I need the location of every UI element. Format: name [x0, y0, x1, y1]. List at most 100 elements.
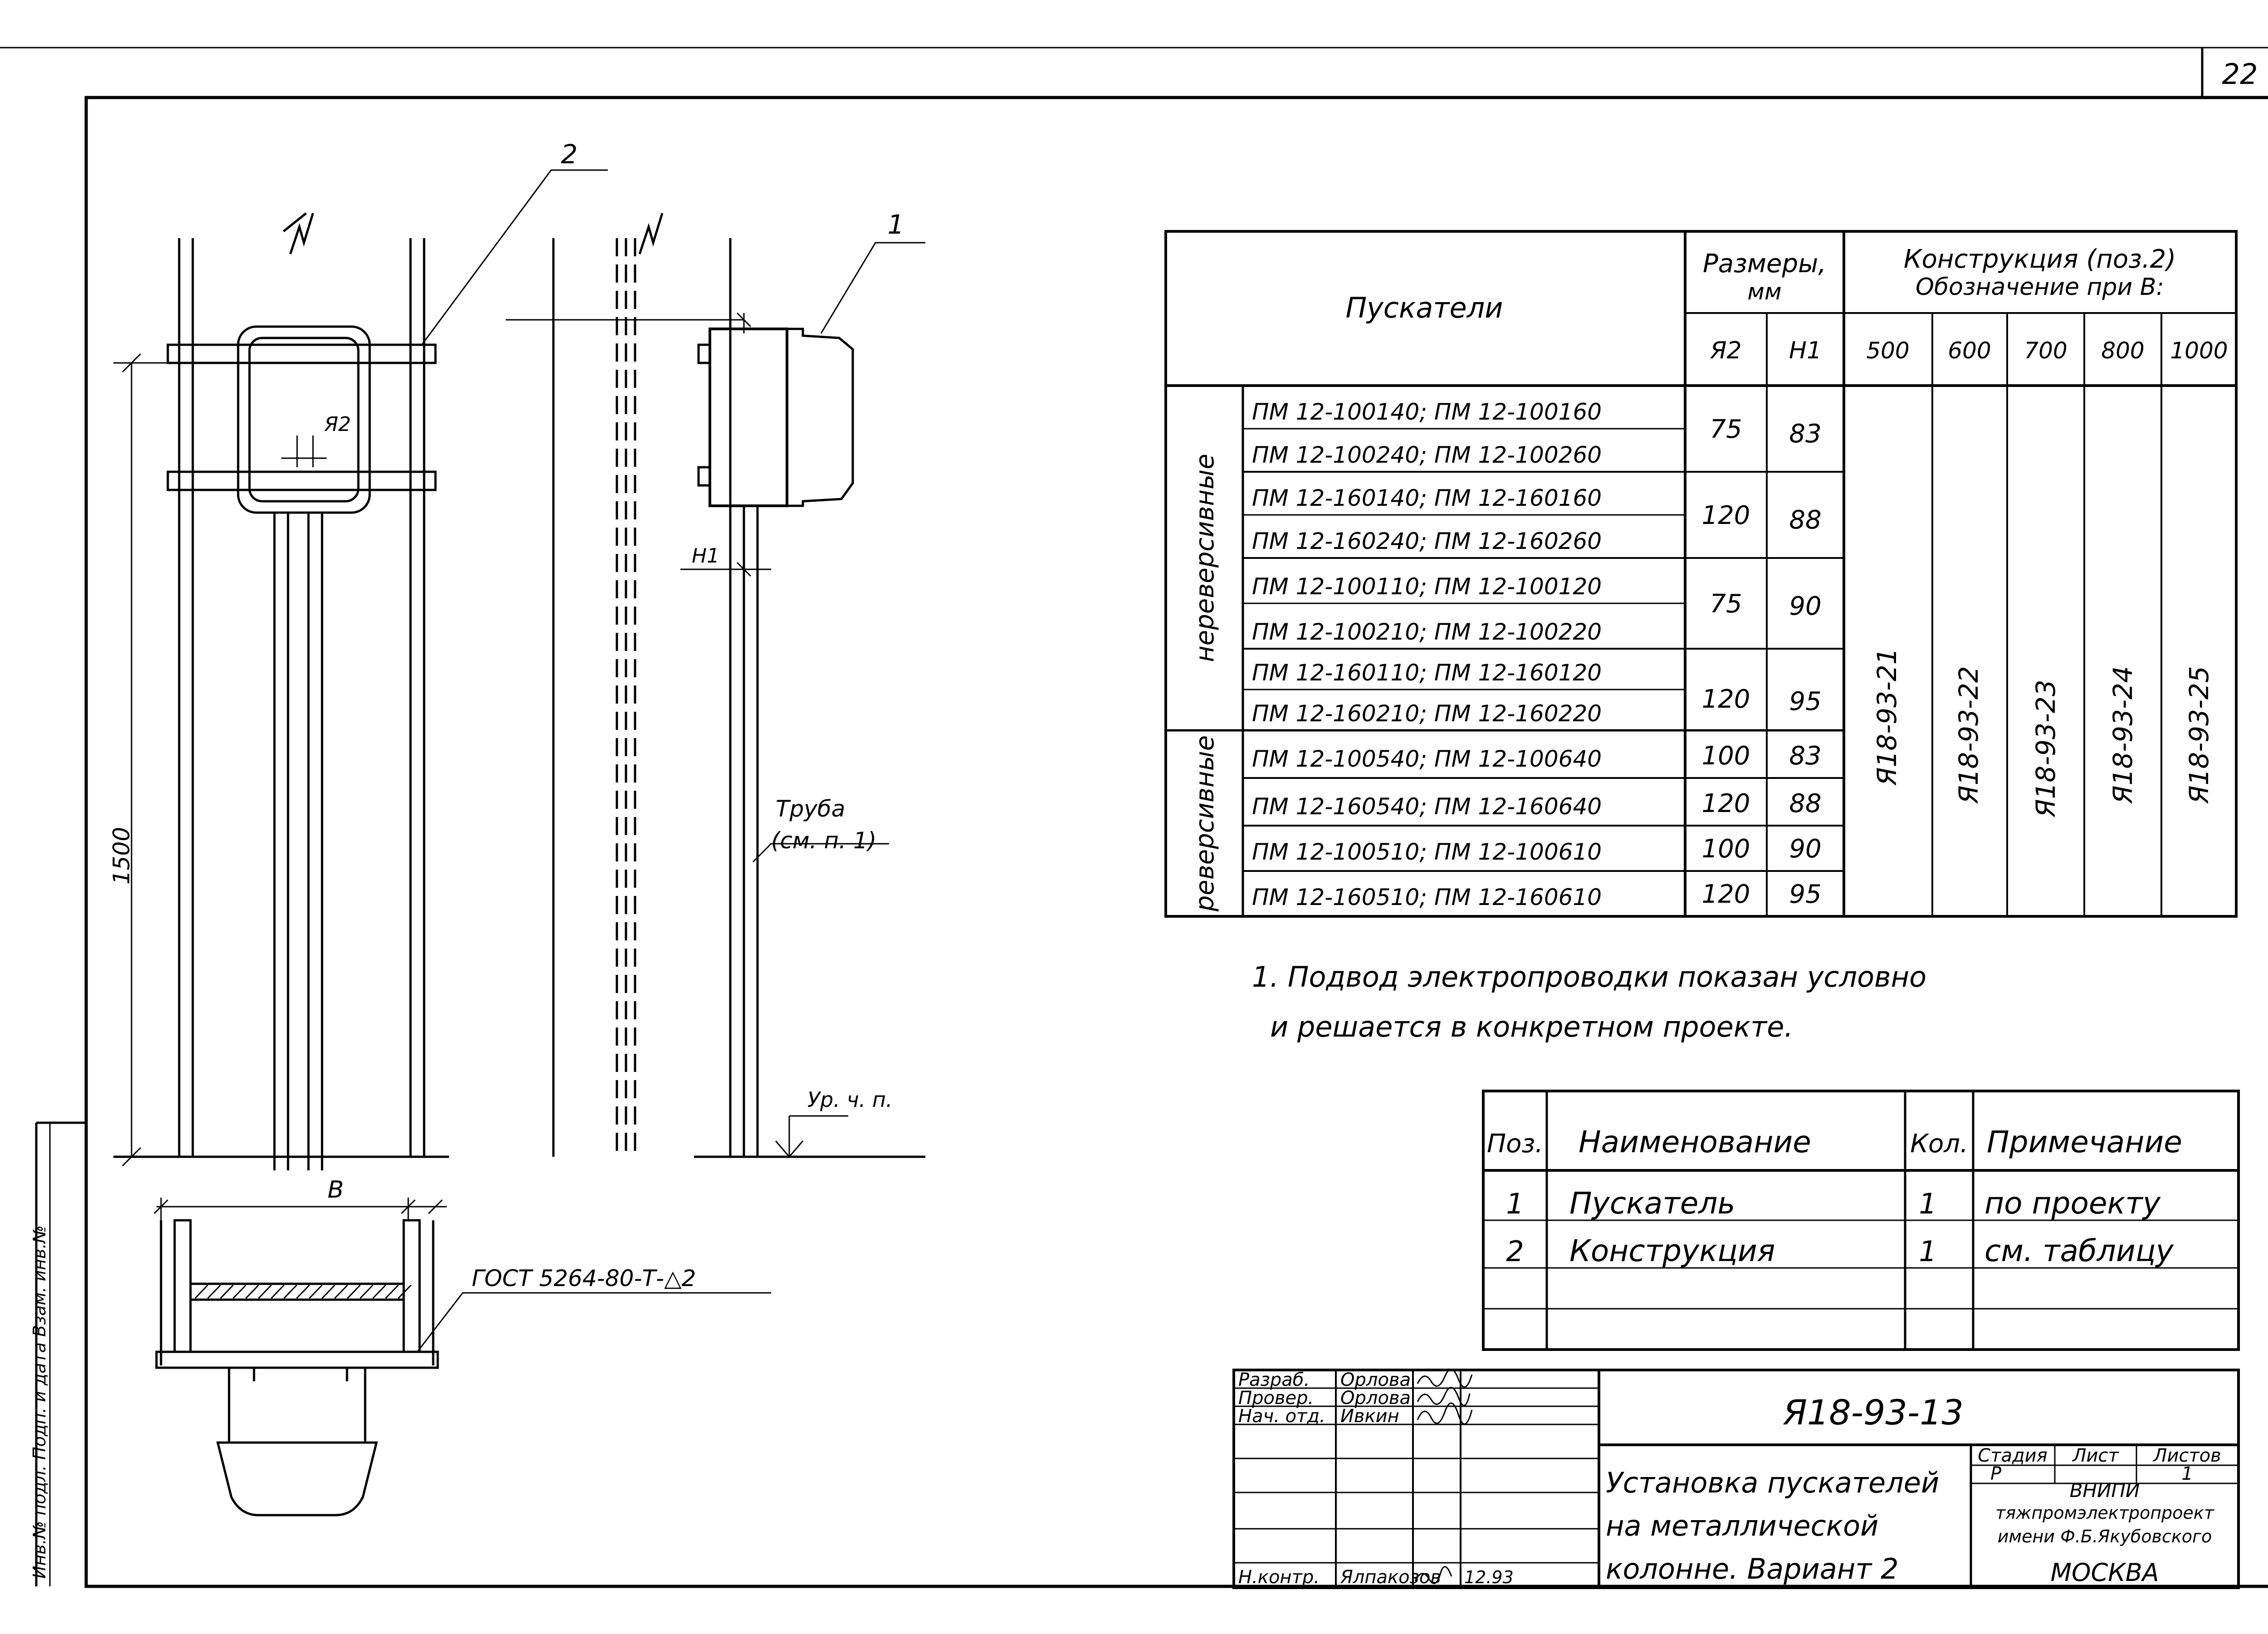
- parts-header-remark: Примечание: [1987, 1125, 2182, 1159]
- spec-header-r2: Я2: [1710, 337, 1741, 364]
- hatch-line: [258, 1284, 272, 1299]
- tb-org-line-2: тяжпромэлектропроект: [1995, 1503, 2215, 1523]
- tb-title-line-3: колонне. Вариант 2: [1606, 1552, 1899, 1585]
- spec-table: [1164, 230, 2238, 918]
- parts-row-remark: см. таблицу: [1984, 1233, 2174, 1268]
- tb-name-checked: Орлова: [1340, 1388, 1411, 1409]
- construction-designations: Я18-93-21 Я18-93-22 Я18-93-23 Я18-93-24 …: [1872, 648, 2214, 818]
- r2-value: 75: [1710, 589, 1742, 619]
- spec-header-b-500: 500: [1866, 338, 1909, 364]
- r2-value: 75: [1710, 415, 1742, 444]
- spec-header-b-1000: 1000: [2170, 338, 2228, 364]
- r2-value: 120: [1702, 789, 1750, 818]
- note-line-2: и решается в конкретном проекте.: [1270, 1010, 1793, 1043]
- h1-value: 83: [1789, 419, 1821, 449]
- parts-row-pos: 1: [1506, 1187, 1524, 1220]
- hatch-line: [270, 1284, 285, 1299]
- tb-stage-value: Р: [1990, 1463, 2002, 1484]
- h1-value: 83: [1789, 741, 1821, 771]
- spec-header-designation: Обозначение при В:: [1916, 274, 2164, 301]
- starter-model: ПМ 12-160510; ПМ 12-160610: [1252, 884, 1602, 910]
- note-line-1: 1. Подвод электропроводки показан условн…: [1252, 960, 1926, 993]
- hatch-line: [385, 1284, 399, 1299]
- position-2-leader-label: 2: [561, 139, 578, 170]
- starter-model: ПМ 12-160110; ПМ 12-160120: [1252, 660, 1602, 686]
- parts-header-pos: Поз.: [1487, 1129, 1543, 1159]
- parts-row-qty: 1: [1919, 1235, 1936, 1268]
- tb-name-head: Ивкин: [1340, 1406, 1399, 1427]
- starter-model: ПМ 12-160210; ПМ 12-160220: [1252, 700, 1602, 727]
- plan-view: [153, 1198, 771, 1517]
- starter-model: ПМ 12-100110; ПМ 12-100120: [1252, 573, 1602, 600]
- side-view: [506, 213, 925, 1158]
- spec-header-b-800: 800: [2101, 338, 2144, 364]
- parts-row-name: Конструкция: [1569, 1233, 1775, 1268]
- dimension-b: В: [327, 1176, 344, 1203]
- tb-stage-label: Стадия: [1978, 1445, 2047, 1466]
- h1-value: 95: [1789, 880, 1821, 909]
- crossbar-hatching: [194, 1284, 412, 1299]
- starter-model: ПМ 12-160540; ПМ 12-160640: [1252, 793, 1602, 820]
- hatch-line: [245, 1284, 259, 1299]
- designation-b500: Я18-93-21: [1872, 648, 1902, 786]
- spec-header-b-700: 700: [2024, 338, 2067, 364]
- tb-org-line-3: имени Ф.Б.Якубовского: [1998, 1526, 2212, 1546]
- designation-b700: Я18-93-23: [2030, 680, 2061, 818]
- tb-title-line-2: на металлической: [1606, 1509, 1878, 1542]
- tb-date: 12.93: [1464, 1567, 1514, 1587]
- parts-header-qty: Кол.: [1910, 1129, 1968, 1159]
- hatch-line: [283, 1284, 298, 1299]
- designation-b600: Я18-93-22: [1953, 666, 1984, 804]
- hatch-line: [334, 1284, 348, 1299]
- spec-header-construction: Конструкция (поз.2): [1904, 245, 2176, 274]
- spec-header-b-600: 600: [1948, 338, 1991, 364]
- tb-role-developed: Разраб.: [1238, 1370, 1310, 1390]
- h1-value: 95: [1789, 687, 1821, 716]
- starter-model: ПМ 12-160140; ПМ 12-160160: [1252, 485, 1602, 511]
- hatch-line: [308, 1284, 323, 1299]
- h1-value: 88: [1789, 505, 1821, 535]
- starter-model: ПМ 12-100210; ПМ 12-100220: [1252, 619, 1602, 645]
- starter-model: ПМ 12-100240; ПМ 12-100260: [1252, 442, 1602, 468]
- floor-level-label: Ур. ч. п.: [807, 1087, 893, 1112]
- spec-header-starters: Пускатели: [1345, 291, 1503, 324]
- hatch-line: [372, 1284, 386, 1299]
- tb-sheets-value: 1: [2181, 1463, 2193, 1484]
- side-stamp-text: Инв.№ подл. Подп. и дата Взам. инв.№: [29, 1225, 49, 1579]
- spec-header-sizes: Размеры,: [1703, 249, 1826, 279]
- spec-header-h1: H1: [1789, 337, 1822, 364]
- starter-model: ПМ 12-100540; ПМ 12-100640: [1252, 746, 1602, 772]
- r2-value: 100: [1702, 741, 1750, 771]
- h1-value: 90: [1789, 834, 1821, 864]
- r2-value: 120: [1702, 501, 1750, 530]
- size-values: 75 120 75 120 100 120 100 120 83 88 90 9…: [1702, 415, 1822, 909]
- gost-weld-note: ГОСТ 5264-80-Т-△2: [472, 1265, 696, 1292]
- tb-org-line-1: ВНИПИ: [2070, 1479, 2140, 1502]
- r2-value: 120: [1702, 880, 1750, 909]
- parts-row-name: Пускатель: [1569, 1186, 1735, 1221]
- r2-value: 120: [1702, 685, 1750, 714]
- group-label-nonreversible: нереверсивные: [1190, 454, 1220, 662]
- parts-row-remark: по проекту: [1984, 1186, 2161, 1221]
- starter-model: ПМ 12-100140; ПМ 12-100160: [1252, 399, 1602, 425]
- parts-row-qty: 1: [1919, 1187, 1936, 1220]
- sheet-frame: [0, 47, 2268, 1588]
- dimension-h1-side: H1: [692, 544, 719, 567]
- title-block: [1232, 1369, 2240, 1589]
- tb-designation: Я18-93-13: [1783, 1392, 1964, 1433]
- group-label-reversible: реверсивные: [1190, 735, 1220, 912]
- side-stamp: [35, 1121, 86, 1586]
- hatch-line: [207, 1284, 221, 1299]
- r2-value: 100: [1702, 834, 1750, 864]
- starter-model: ПМ 12-160240; ПМ 12-160260: [1252, 528, 1602, 554]
- tb-role-head: Нач. отд.: [1238, 1406, 1325, 1427]
- tb-sheets-label: Листов: [2152, 1445, 2221, 1466]
- parts-row-pos: 2: [1506, 1235, 1524, 1268]
- hatch-line: [296, 1284, 310, 1299]
- tb-name-norm-control: Ялпакозов: [1340, 1567, 1441, 1588]
- hatch-line: [220, 1284, 234, 1299]
- position-1-leader-label: 1: [888, 209, 904, 240]
- pipe-label: Труба: [776, 796, 845, 822]
- sheet-number: 22: [2222, 58, 2258, 91]
